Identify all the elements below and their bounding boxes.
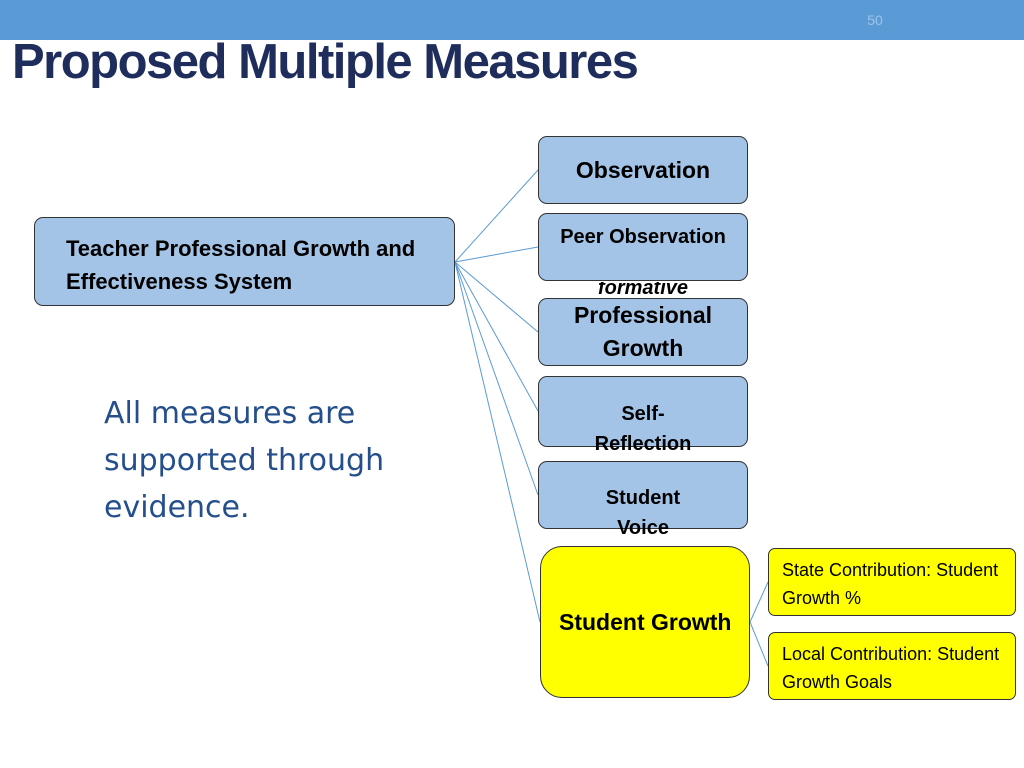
measure-label: Observation <box>575 156 711 183</box>
measure-label: Peer Observation <box>560 226 726 248</box>
measure-student-growth: Student Growth <box>540 546 750 698</box>
measure-label: Student Growth <box>559 608 732 635</box>
local-contribution-box: Local Contribution: Student Growth Goals <box>768 632 1016 700</box>
connector-studentvoice <box>454 261 539 496</box>
measure-observation: Observation <box>538 136 748 204</box>
state-contribution-box: State Contribution: Student Growth % <box>768 548 1016 616</box>
top-bar <box>0 0 1024 40</box>
connector-state <box>749 581 769 623</box>
slide-title: Proposed Multiple Measures <box>12 35 639 89</box>
measure-professional-growth: Professional Growth <box>538 298 748 366</box>
measure-peer-observation: Peer Observation formative <box>538 213 748 294</box>
connector-local <box>749 621 769 667</box>
measure-label: Student Voice <box>605 487 681 539</box>
measure-student-voice: Student Voice <box>538 461 748 539</box>
connector-peer <box>454 246 539 263</box>
sub-box-label: State Contribution: Student Growth % <box>782 560 999 608</box>
connector-selfreflection <box>454 261 539 412</box>
connector-observation <box>454 169 539 263</box>
measure-self-reflection: Self-Reflection <box>538 376 748 455</box>
body-text: All measures are supported through evide… <box>104 396 385 525</box>
connector-studentgrowth <box>454 261 541 623</box>
sub-box-label: Local Contribution: Student Growth Goals <box>782 644 1000 692</box>
slide-number: 50 <box>867 12 883 28</box>
measure-note: formative <box>597 282 689 294</box>
measure-label: Self-Reflection <box>594 403 692 455</box>
measure-label: Professional Growth <box>573 302 713 361</box>
connector-profgrowth <box>454 261 539 333</box>
root-box: Teacher Professional Growth and Effectiv… <box>34 217 455 306</box>
root-label: Teacher Professional Growth and Effectiv… <box>66 236 416 294</box>
